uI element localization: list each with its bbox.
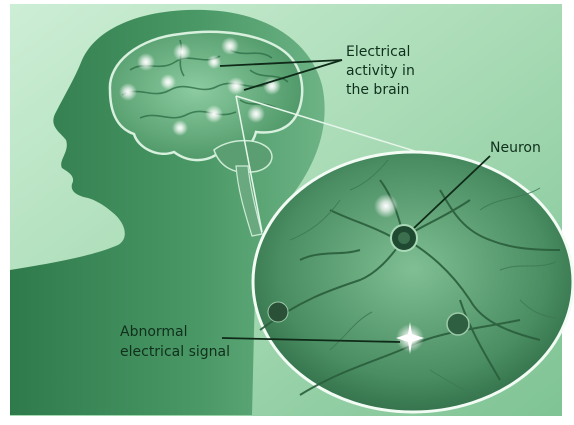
electrical-activity-line-1: Electrical bbox=[346, 44, 410, 60]
electrical-activity-line-3: the brain bbox=[346, 82, 409, 98]
neuron-magnifier bbox=[253, 152, 573, 412]
neuron-spark bbox=[374, 194, 398, 218]
abnormal-signal-line-1: Abnormal bbox=[120, 324, 188, 340]
electrical-activity-label: Electrical activity in the brain bbox=[346, 44, 419, 98]
electrical-activity-line-2: activity in bbox=[346, 63, 415, 79]
neuron-label: Neuron bbox=[490, 140, 541, 156]
abnormal-signal-line-2: electrical signal bbox=[120, 344, 230, 360]
